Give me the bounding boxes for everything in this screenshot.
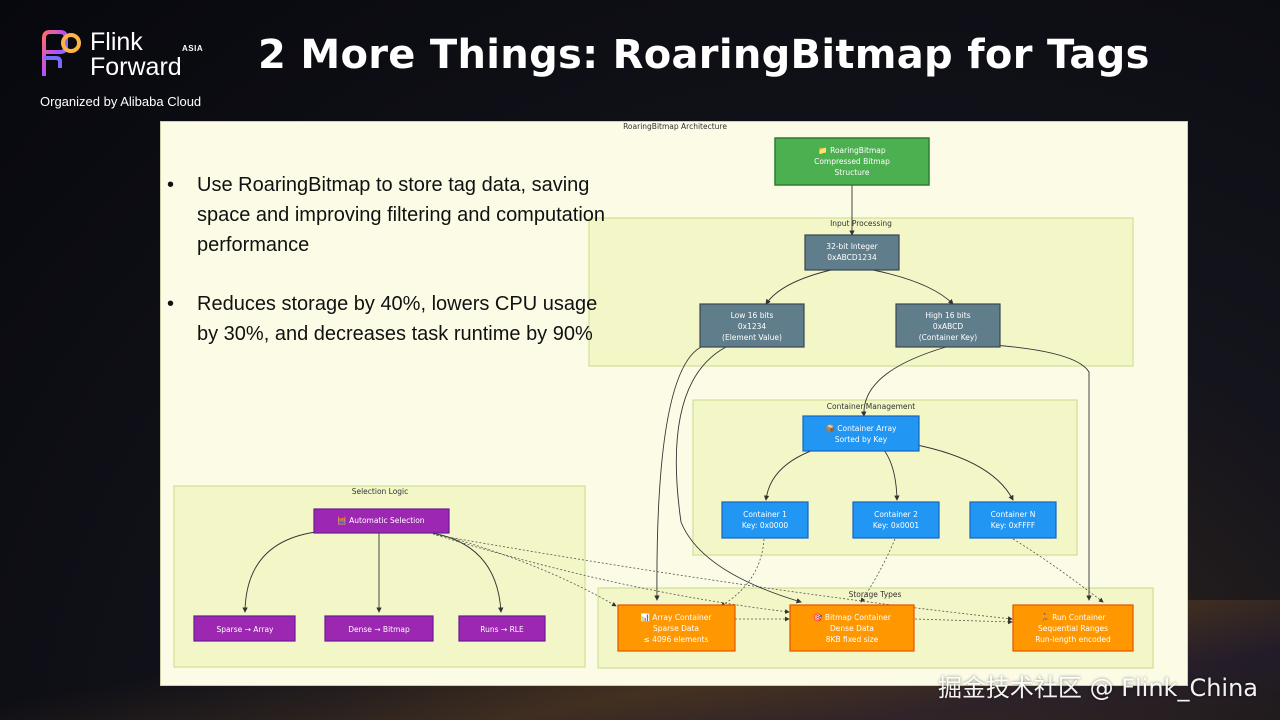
node-run-container-line1: 🏃 Run Container	[1040, 613, 1106, 622]
node-automatic-selection: 🧮 Automatic Selection	[313, 508, 450, 534]
node-high16-line1: High 16 bits	[925, 311, 970, 320]
node-container-n: Container N Key: 0xFFFF	[969, 501, 1057, 539]
slide-title: 2 More Things: RoaringBitmap for Tags	[258, 32, 1150, 78]
node-array-container-line3: ≤ 4096 elements	[644, 635, 709, 644]
logo-organizer-text: Organized by Alibaba Cloud	[40, 94, 202, 109]
node-bitmap-container-line1: 🎯 Bitmap Container	[813, 613, 892, 622]
node-bitmap-container-line2: Dense Data	[830, 624, 874, 633]
watermark-text: 掘金技术社区 @ Flink_China	[937, 674, 1258, 702]
node-container-array-line1: 📦 Container Array	[826, 424, 898, 433]
node-container-2-line1: Container 2	[874, 510, 918, 519]
flink-forward-logo: Flink Forward ASIA Organized by Alibaba …	[38, 28, 218, 112]
architecture-diagram: RoaringBitmap Architecture Input Process…	[173, 122, 1154, 669]
node-dense-bitmap: Dense → Bitmap	[324, 615, 434, 642]
node-run-container: 🏃 Run Container Sequential Ranges Run-le…	[1012, 604, 1134, 652]
node-runs-rle: Runs → RLE	[458, 615, 546, 642]
diagram-panel: RoaringBitmap Architecture Input Process…	[160, 121, 1188, 686]
node-container-n-line2: Key: 0xFFFF	[991, 521, 1035, 530]
logo-region-text: ASIA	[182, 44, 204, 53]
node-high16-line3: (Container Key)	[919, 333, 978, 342]
node-32bit-integer: 32-bit Integer 0xABCD1234	[804, 234, 900, 271]
node-container-2-line2: Key: 0x0001	[873, 521, 919, 530]
node-low16-line3: (Element Value)	[722, 333, 782, 342]
node-container-1-line1: Container 1	[743, 510, 787, 519]
node-bitmap-container-line3: 8KB fixed size	[826, 635, 879, 644]
node-run-container-line2: Sequential Ranges	[1038, 624, 1108, 633]
node-high16-line2: 0xABCD	[933, 322, 964, 331]
node-sparse-array-label: Sparse → Array	[217, 625, 275, 634]
bullet-item: Reduces storage by 40%, lowers CPU usage…	[167, 289, 607, 349]
diagram-dotted-edges	[430, 531, 1104, 625]
node-container-2: Container 2 Key: 0x0001	[852, 501, 940, 539]
group-selection-logic-label: Selection Logic	[352, 487, 409, 496]
node-low16-line2: 0x1234	[738, 322, 767, 331]
node-roaringbitmap: 📁 RoaringBitmap Compressed Bitmap Struct…	[774, 137, 930, 186]
node-roaringbitmap-line1: 📁 RoaringBitmap	[818, 146, 886, 155]
node-32bit-line2: 0xABCD1234	[827, 253, 877, 262]
node-array-container: 📊 Array Container Sparse Data ≤ 4096 ele…	[617, 604, 736, 652]
bullet-item: Use RoaringBitmap to store tag data, sav…	[167, 170, 607, 260]
node-low16: Low 16 bits 0x1234 (Element Value)	[699, 303, 805, 348]
node-sparse-array: Sparse → Array	[193, 615, 296, 642]
node-automatic-selection-label: 🧮 Automatic Selection	[337, 516, 424, 525]
node-32bit-line1: 32-bit Integer	[826, 242, 878, 251]
group-input-processing-label: Input Processing	[830, 219, 892, 228]
node-container-n-line1: Container N	[991, 510, 1036, 519]
group-container-management-label: Container Management	[827, 402, 915, 411]
node-roaringbitmap-line2: Compressed Bitmap	[814, 157, 890, 166]
node-runs-rle-label: Runs → RLE	[480, 625, 524, 634]
node-dense-bitmap-label: Dense → Bitmap	[348, 625, 410, 634]
node-run-container-line3: Run-length encoded	[1035, 635, 1111, 644]
node-container-array-line2: Sorted by Key	[835, 435, 888, 444]
flink-forward-logo-mark-icon	[42, 30, 81, 76]
diagram-title: RoaringBitmap Architecture	[623, 122, 727, 131]
node-container-1: Container 1 Key: 0x0000	[721, 501, 809, 539]
node-high16: High 16 bits 0xABCD (Container Key)	[895, 303, 1001, 348]
node-bitmap-container: 🎯 Bitmap Container Dense Data 8KB fixed …	[789, 604, 915, 652]
group-storage-types-label: Storage Types	[849, 590, 902, 599]
logo-brand-text: Flink Forward	[90, 28, 182, 81]
node-array-container-line2: Sparse Data	[653, 624, 699, 633]
node-container-1-line2: Key: 0x0000	[742, 521, 788, 530]
node-roaringbitmap-line3: Structure	[835, 168, 870, 177]
node-array-container-line1: 📊 Array Container	[641, 613, 713, 622]
bullet-list: Use RoaringBitmap to store tag data, sav…	[167, 170, 607, 378]
node-container-array: 📦 Container Array Sorted by Key	[802, 415, 920, 452]
node-low16-line1: Low 16 bits	[731, 311, 774, 320]
